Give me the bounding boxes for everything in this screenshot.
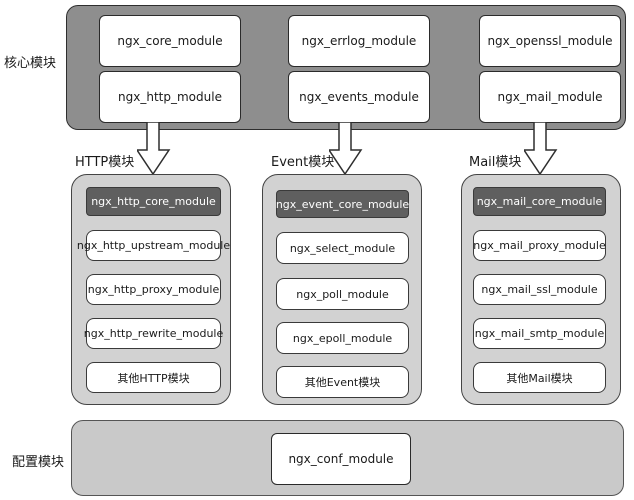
event-core-module-box: ngx_event_core_module (276, 190, 409, 218)
mail-arrow-icon (524, 122, 558, 176)
errlog-module-box: ngx_errlog_module (288, 15, 430, 67)
core-modules-label: 核心模块 (4, 56, 57, 71)
http-proxy-module-box: ngx_http_proxy_module (86, 274, 221, 305)
select-module-box: ngx_select_module (276, 232, 409, 264)
http-upstream-module-box: ngx_http_upstream_module (77, 230, 230, 261)
event-group-title: Event模块 (271, 155, 335, 170)
epoll-module-box: ngx_epoll_module (276, 322, 409, 354)
http-core-module-box: ngx_http_core_module (86, 187, 221, 216)
http-module-box: ngx_http_module (99, 71, 241, 123)
event-arrow-icon (329, 122, 363, 176)
http-rewrite-module-box: ngx_http_rewrite_module (84, 318, 223, 349)
http-arrow-icon (137, 122, 171, 176)
mail-core-module-box: ngx_mail_core_module (473, 187, 606, 216)
mail-smtp-module-box: ngx_mail_smtp_module (473, 318, 606, 349)
http-group-title: HTTP模块 (75, 155, 135, 170)
mail-module-box: ngx_mail_module (479, 71, 621, 123)
other-http-modules-box: 其他HTTP模块 (86, 362, 221, 393)
poll-module-box: ngx_poll_module (276, 278, 409, 310)
events-module-box: ngx_events_module (288, 71, 430, 123)
mail-proxy-module-box: ngx_mail_proxy_module (473, 230, 606, 261)
mail-ssl-module-box: ngx_mail_ssl_module (473, 274, 606, 305)
openssl-module-box: ngx_openssl_module (479, 15, 621, 67)
conf-module-box: ngx_conf_module (271, 433, 411, 485)
other-mail-modules-box: 其他Mail模块 (473, 362, 606, 393)
core-module-box: ngx_core_module (99, 15, 241, 67)
other-event-modules-box: 其他Event模块 (276, 366, 409, 398)
mail-group-title: Mail模块 (469, 155, 522, 170)
conf-modules-label: 配置模块 (12, 455, 65, 470)
